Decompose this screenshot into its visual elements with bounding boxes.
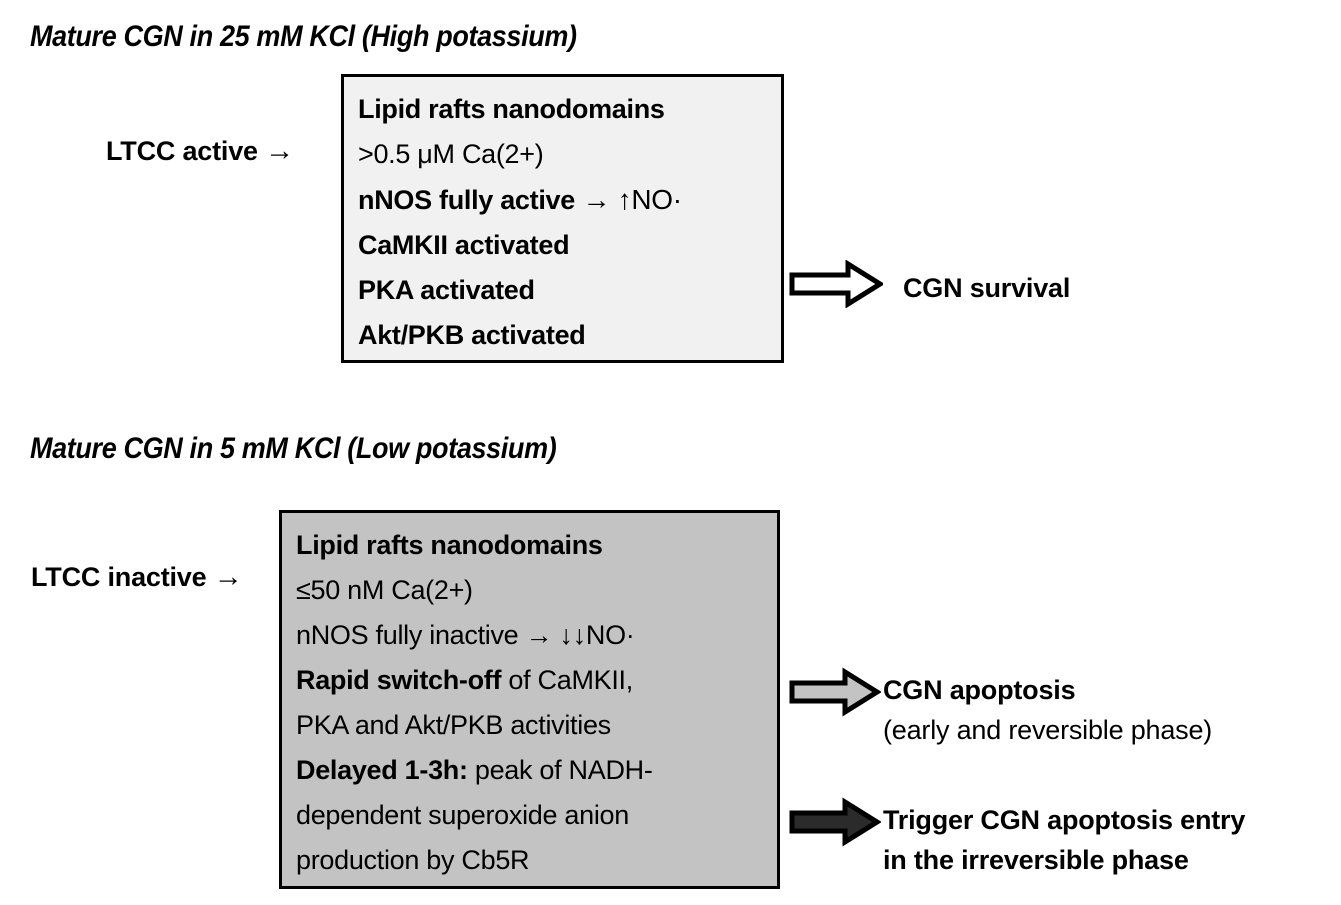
dark-arrow-icon — [789, 797, 881, 847]
block-arrow-cgn-apoptosis — [789, 667, 881, 717]
box2-line-6-normal: peak of NADH- — [467, 755, 653, 785]
hollow-arrow-icon — [789, 260, 883, 308]
box2-line-3: nNOS fully inactive → ↓↓NO· — [296, 613, 777, 658]
ltcc-inactive-text: LTCC inactive — [31, 562, 207, 592]
box1-line-5-bold: PKA activated — [358, 275, 535, 305]
box2-line-5-normal: PKA and Akt/PKB activities — [296, 710, 611, 740]
box-high-potassium: Lipid rafts nanodomains >0.5 μM Ca(2+) n… — [341, 74, 784, 363]
box2-line-7: dependent superoxide anion — [296, 793, 777, 838]
box1-line-3-bold: nNOS fully active — [358, 185, 575, 215]
box1-line-3: nNOS fully active → ↑NO· — [358, 177, 781, 223]
box2-line-6: Delayed 1-3h: peak of NADH- — [296, 748, 777, 793]
block-arrow-cgn-survival — [789, 260, 883, 308]
outcome-irreversible-trigger-subline: in the irreversible phase — [883, 845, 1189, 875]
box2-line-4-normal: of CaMKII, — [501, 665, 633, 695]
section-title-high-potassium: Mature CGN in 25 mM KCl (High potassium) — [30, 20, 577, 53]
outcome-cgn-apoptosis-subline: (early and reversible phase) — [883, 715, 1213, 745]
box1-line-4-bold: CaMKII activated — [358, 230, 570, 260]
box1-line-2: >0.5 μM Ca(2+) — [358, 132, 781, 177]
box2-line-2-normal: ≤50 nM Ca(2+) — [296, 575, 473, 605]
box2-line-8: production by Cb5R — [296, 838, 777, 883]
right-arrow-glyph: → — [265, 135, 294, 167]
outcome-irreversible-trigger-headline: Trigger CGN apoptosis entry — [883, 805, 1246, 835]
box1-line-1-bold: Lipid rafts nanodomains — [358, 94, 665, 124]
box1-line-1: Lipid rafts nanodomains — [358, 87, 781, 132]
box2-line-5: PKA and Akt/PKB activities — [296, 703, 777, 748]
right-arrow-glyph-2: → — [213, 561, 243, 593]
box2-line-3-normal: nNOS fully inactive → ↓↓NO· — [296, 620, 635, 650]
box1-line-6-bold: Akt/PKB activated — [358, 320, 586, 350]
outcome-cgn-survival: CGN survival — [903, 268, 1070, 308]
box1-line-2-normal: >0.5 μM Ca(2+) — [358, 139, 544, 169]
section-title-low-potassium: Mature CGN in 5 mM KCl (Low potassium) — [30, 432, 557, 465]
block-arrow-irreversible-trigger — [789, 797, 881, 847]
outcome-cgn-survival-headline: CGN survival — [903, 273, 1071, 303]
gray-arrow-icon — [789, 667, 881, 717]
box-low-potassium: Lipid rafts nanodomains ≤50 nM Ca(2+) nN… — [279, 510, 780, 889]
box1-line-6: Akt/PKB activated — [358, 313, 781, 358]
box2-line-4-bold: Rapid switch-off — [296, 665, 502, 695]
ltcc-active-text: LTCC active — [106, 136, 258, 166]
outcome-cgn-apoptosis: CGN apoptosis (early and reversible phas… — [883, 670, 1212, 750]
box2-line-1-bold: Lipid rafts nanodomains — [296, 530, 603, 560]
box1-line-3-normal: → ↑NO· — [574, 184, 682, 215]
box2-line-6-bold: Delayed 1-3h: — [296, 755, 468, 785]
box2-line-8-normal: production by Cb5R — [296, 845, 530, 875]
ltcc-inactive-label: LTCC inactive → — [31, 561, 243, 594]
box1-line-5: PKA activated — [358, 268, 781, 313]
outcome-cgn-apoptosis-headline: CGN apoptosis — [883, 675, 1076, 705]
outcome-irreversible-trigger: Trigger CGN apoptosis entry in the irrev… — [883, 800, 1245, 880]
box2-line-4: Rapid switch-off of CaMKII, — [296, 658, 777, 703]
ltcc-active-label: LTCC active → — [106, 135, 294, 168]
box2-line-7-normal: dependent superoxide anion — [296, 800, 629, 830]
box2-line-2: ≤50 nM Ca(2+) — [296, 568, 777, 613]
box2-line-1: Lipid rafts nanodomains — [296, 523, 777, 568]
box1-line-4: CaMKII activated — [358, 223, 781, 268]
